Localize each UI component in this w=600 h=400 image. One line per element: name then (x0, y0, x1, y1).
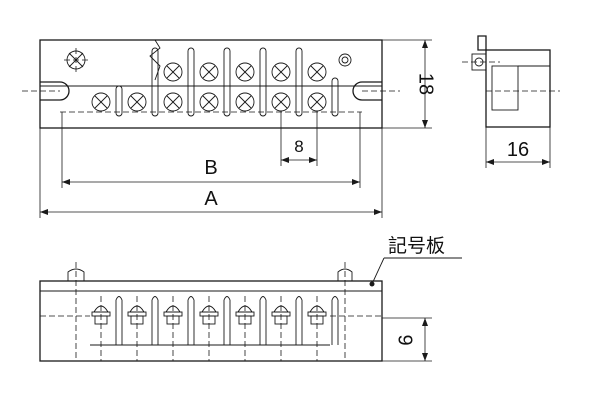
terminal-screws-upper-row (163, 62, 327, 82)
dimension-height: 18 (382, 39, 437, 129)
front-terminal-screws (91, 296, 327, 361)
top-view-outline (39, 39, 383, 129)
terminal-screws-lower-row (91, 92, 327, 112)
a-dimension-label: A (204, 188, 218, 210)
side-view (462, 35, 560, 128)
marker-strip-callout: 記号板 (369, 235, 462, 287)
screw-head-icon (338, 53, 352, 67)
screw-head-icon (337, 268, 353, 281)
dimension-a: A (39, 128, 383, 218)
barrier-ribs (115, 47, 339, 117)
mount-slot-left (40, 81, 70, 101)
pitch-dimension-label: 8 (294, 137, 303, 156)
mount-slot-right (352, 81, 382, 101)
dimension-b: B (61, 112, 361, 188)
side-view-outline (485, 49, 551, 128)
b-dimension-label: B (204, 157, 217, 179)
front-view-outline (39, 280, 383, 362)
marker-strip-label: 記号板 (388, 235, 445, 257)
depth-dimension-label: 16 (507, 139, 529, 161)
thickness-dimension-label: 9 (394, 334, 416, 345)
dimension-depth: 16 (485, 127, 551, 168)
height-dimension-label: 18 (415, 73, 437, 95)
dimension-pitch: 8 (280, 112, 318, 166)
front-view (39, 262, 383, 362)
dimension-thickness: 9 (382, 317, 432, 362)
front-barrier-ribs (90, 296, 339, 346)
top-view (22, 39, 400, 129)
screw-head-icon (67, 268, 85, 281)
